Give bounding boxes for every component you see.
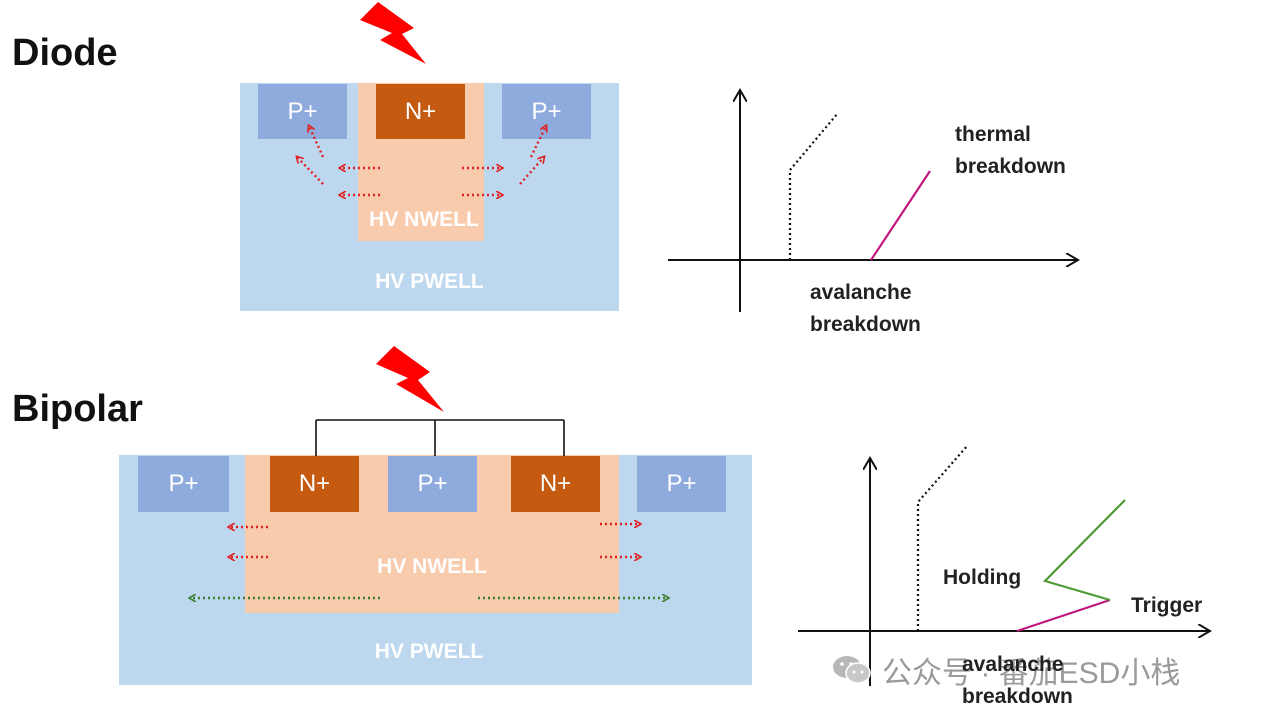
- diode-iv-graph: [668, 90, 1078, 312]
- bipolar-p-plus-2: P+: [388, 456, 477, 512]
- diode-graph-thermal-line: [870, 170, 931, 261]
- diode-annot-thermal: thermal breakdown: [955, 123, 1066, 178]
- diode-arrow-diag-2: [309, 126, 325, 158]
- bipolar-p-plus-1: P+: [138, 456, 229, 512]
- diode-pwell-label: HV PWELL: [375, 270, 484, 293]
- diode-arrow-diag-3: [519, 157, 544, 185]
- diode-carrier-arrows: [297, 126, 546, 195]
- diode-arrow-diag-1: [297, 157, 324, 185]
- bipolar-annot-holding: Holding: [943, 566, 1022, 589]
- bipolar-annot-trigger: Trigger: [1131, 594, 1203, 617]
- bipolar-n-plus-2: N+: [511, 456, 600, 512]
- bipolar-iv-graph: [798, 444, 1210, 686]
- diode-title: Diode: [12, 32, 118, 74]
- bipolar-nwell-label: HV NWELL: [377, 555, 487, 578]
- watermark-text: 公众号 · 番茄ESD小栈: [882, 657, 1181, 690]
- bipolar-graph-dotted-curve: [916, 444, 969, 631]
- diode-p-plus-left: P+: [258, 84, 347, 139]
- bipolar-graph-trigger-line: [1016, 598, 1111, 633]
- diode-arrow-diag-4: [529, 126, 546, 158]
- bipolar-lightning-icon: [376, 346, 444, 412]
- diode-annot-avalanche: avalanche breakdown: [810, 281, 921, 336]
- diode-lightning-icon: [360, 2, 426, 64]
- bipolar-annot-avalanche: avalanche breakdown: [962, 653, 1073, 708]
- diode-n-plus: N+: [376, 84, 465, 139]
- bipolar-graph-snapback-line: [1042, 499, 1126, 602]
- bipolar-n-plus-1: N+: [270, 456, 359, 512]
- bipolar-wiring: [315, 419, 565, 456]
- bipolar-red-arrows: [229, 524, 640, 557]
- bipolar-title: Bipolar: [12, 388, 143, 430]
- diode-nwell-label: HV NWELL: [369, 208, 479, 231]
- wechat-icon: [833, 656, 871, 684]
- watermark: 公众号 · 番茄ESD小栈: [832, 648, 1180, 692]
- diode-graph-dotted-curve: [788, 112, 839, 260]
- bipolar-p-plus-3: P+: [637, 456, 726, 512]
- bipolar-pwell-label: HV PWELL: [374, 640, 484, 663]
